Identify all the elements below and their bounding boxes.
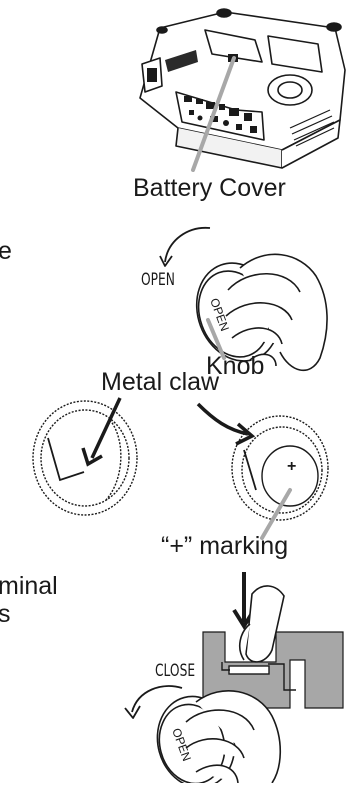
- open-step-illustration: OPEN: [160, 228, 327, 373]
- close-label: CLOSE: [155, 661, 195, 681]
- open-label: OPEN: [141, 270, 175, 290]
- insert-arrow: [198, 404, 248, 434]
- plus-sign-label: +: [287, 458, 296, 476]
- partial-text-terminal: minal: [0, 572, 58, 601]
- projector-illustration: [140, 9, 345, 168]
- battery-cover-label: Battery Cover: [133, 174, 286, 203]
- close-step-illustration: OPEN: [125, 686, 280, 783]
- partial-text-e: e: [0, 237, 12, 266]
- plus-marking-label: “+” marking: [161, 532, 288, 561]
- partial-text-s: s: [0, 600, 11, 629]
- metal-claw-label: Metal claw: [101, 368, 219, 397]
